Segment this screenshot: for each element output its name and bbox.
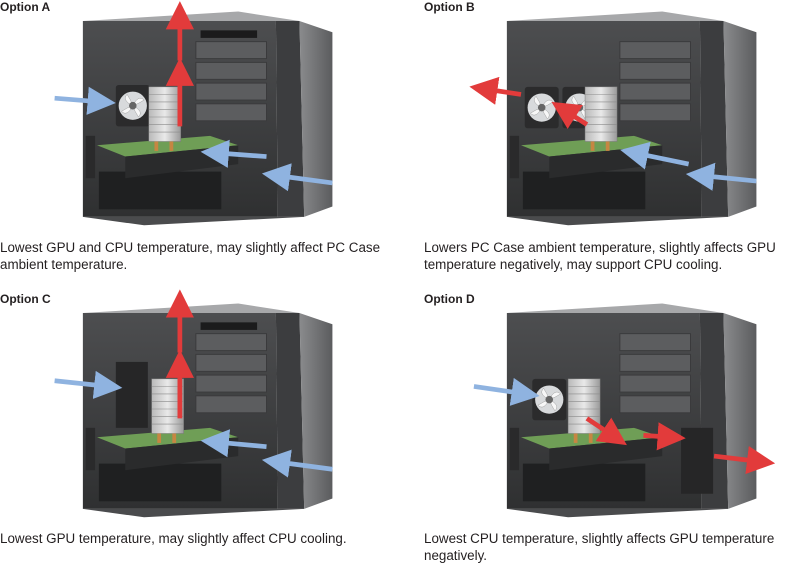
- option-title: Option D: [424, 292, 475, 306]
- pc-case-illustration: [54, 289, 333, 518]
- pc-case-illustration: [469, 11, 757, 226]
- option-description: Lowest GPU temperature, may slightly aff…: [0, 531, 347, 546]
- option-d-panel: Option D Lowest CPU temperature, slightl…: [424, 292, 800, 572]
- option-a-panel: Option A Lowest GPU and CPU temperature,…: [0, 0, 400, 280]
- option-title: Option B: [424, 0, 475, 14]
- option-c-panel: Option C Lowest GPU temperature, may sli…: [0, 289, 400, 572]
- radiator-icon: [681, 427, 714, 494]
- option-title: Option A: [0, 0, 51, 14]
- cpu-fan-icon: [115, 84, 151, 127]
- cpu-fan-icon: [531, 378, 567, 421]
- option-title: Option C: [0, 292, 51, 306]
- option-description: Lowest GPU and CPU temperature, may slig…: [0, 240, 381, 272]
- option-description: Lowers PC Case ambient temperature, slig…: [424, 240, 776, 272]
- radiator-fan-icon: [524, 86, 560, 129]
- pc-case-illustration: [54, 1, 333, 226]
- radiator-icon: [115, 361, 148, 428]
- option-description: Lowest CPU temperature, slightly affects…: [424, 531, 775, 563]
- option-b-panel: Option B Lowers PC Case ambient temperat…: [424, 0, 800, 280]
- pc-case-illustration: [473, 303, 776, 518]
